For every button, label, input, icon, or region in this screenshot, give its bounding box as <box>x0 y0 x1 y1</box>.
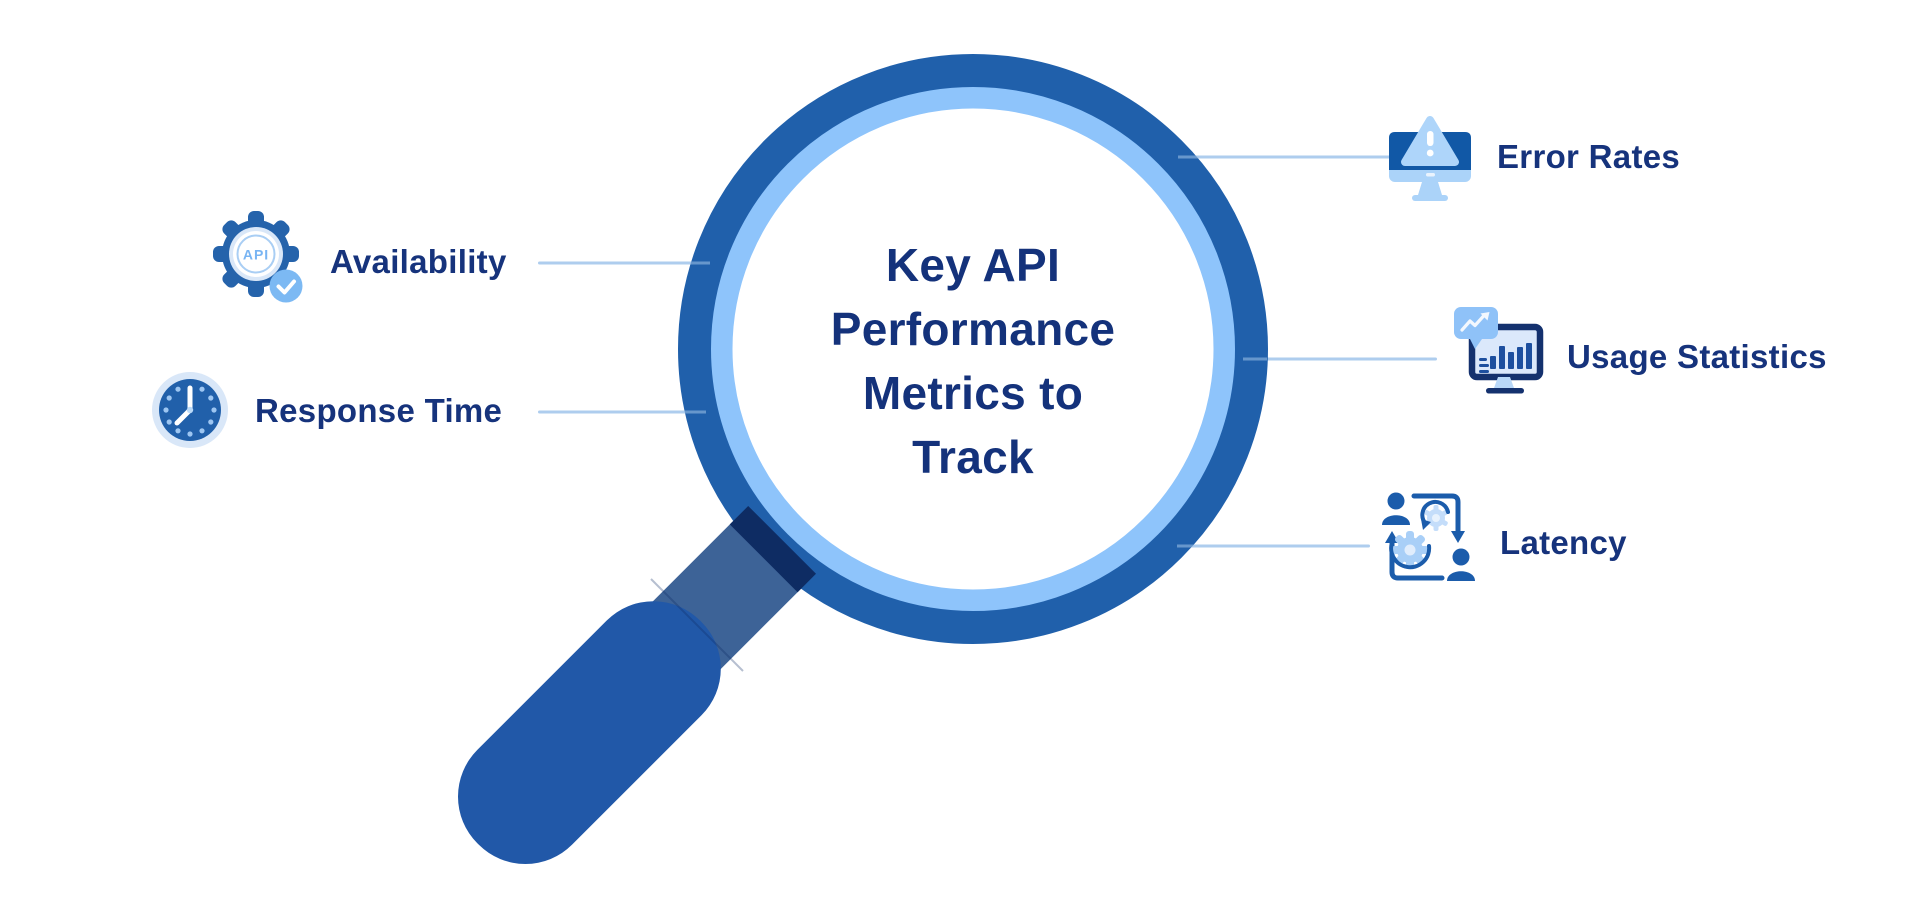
monitor-bar-chart-icon <box>1454 307 1544 394</box>
check-badge <box>269 269 303 303</box>
magnifier-lens <box>732 108 1214 590</box>
api-gear-check-icon: API <box>213 211 303 303</box>
metric-label-usage-statistics: Usage Statistics <box>1567 338 1827 375</box>
monitor-warning-icon <box>1389 116 1471 201</box>
title-line-1: Key API <box>885 239 1061 291</box>
metric-label-availability: Availability <box>330 243 507 280</box>
title-line-3: Metrics to <box>862 367 1084 419</box>
metric-label-latency: Latency <box>1500 524 1627 561</box>
connector-lines <box>538 155 1437 548</box>
monitor-stand <box>1494 377 1514 388</box>
metric-label-error-rates: Error Rates <box>1497 138 1681 175</box>
trend-arrow-icon <box>1460 313 1486 332</box>
big-gear-icon <box>1389 531 1432 570</box>
title-line-4: Track <box>912 431 1034 483</box>
clock-icon <box>152 372 228 448</box>
connector-line-availability <box>538 261 710 265</box>
connector-line-usage-statistics <box>1243 357 1437 361</box>
title-line-2: Performance <box>830 303 1116 355</box>
magnifier-inner-ring <box>710 86 1236 612</box>
clock-ticks <box>163 386 217 437</box>
connector-line-response-time <box>538 410 706 414</box>
metric-label-response-time: Response Time <box>255 392 503 429</box>
handle-seam <box>650 578 744 672</box>
magnifier-outer-ring <box>678 54 1268 644</box>
monitor-stand <box>1418 182 1442 195</box>
person-bottom-right <box>1447 548 1475 581</box>
arrow-bottom-left <box>1389 539 1445 581</box>
magnifier-neck-shadow <box>729 506 816 593</box>
api-badge-text: API <box>243 247 269 263</box>
connector-line-latency <box>1177 544 1370 548</box>
person-top-left <box>1382 492 1410 525</box>
diagram-title: Key API Performance Metrics to Track <box>673 233 1273 489</box>
magnifier-handle <box>457 578 744 865</box>
connector-line-tips <box>684 155 1267 548</box>
arrow-top-right <box>1411 493 1461 535</box>
connector-line-error-rates <box>1178 155 1402 159</box>
small-gear-icon <box>1420 499 1450 531</box>
check-icon <box>276 279 296 295</box>
bar-chart <box>1479 343 1532 373</box>
people-process-gears-icon <box>1382 492 1475 581</box>
